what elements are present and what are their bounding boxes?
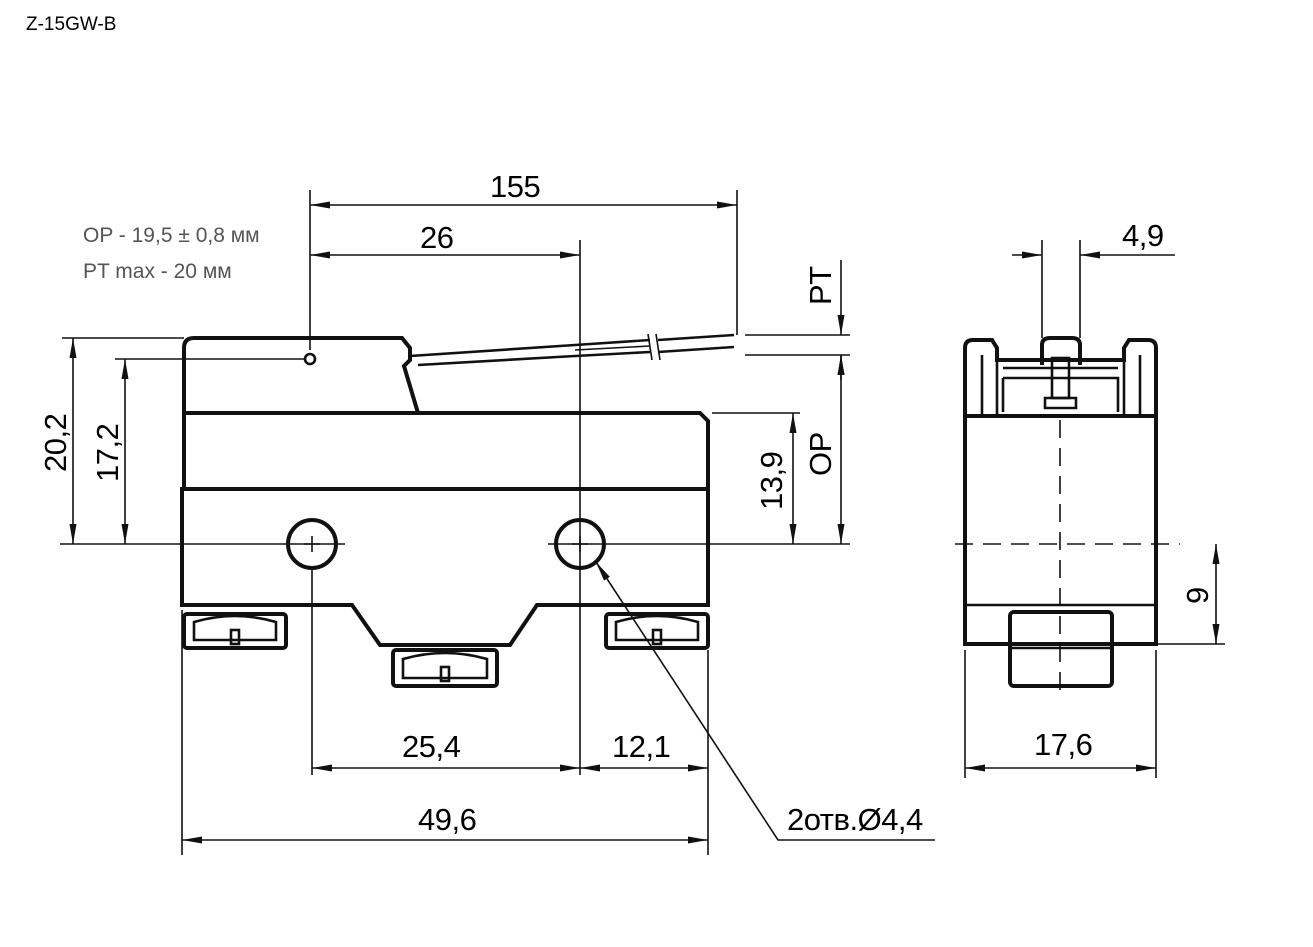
dim-height-body: 13,9 [754, 452, 789, 510]
op-note: OP - 19,5 ± 0,8 мм [83, 224, 260, 247]
lever-break [647, 333, 661, 361]
actuator-housing [182, 336, 420, 414]
dim-height-pin: 17,2 [90, 424, 125, 482]
front-dimensions [60, 190, 935, 855]
dim-holes: 2отв.Ø4,4 [787, 802, 923, 837]
lever-arm [409, 338, 651, 367]
dim-side-width: 17,6 [1034, 727, 1092, 762]
terminal-left [182, 612, 288, 650]
terminal-right [604, 612, 710, 650]
front-view [180, 333, 735, 688]
upper-body [182, 411, 710, 489]
dim-pin-offset: 26 [420, 220, 453, 255]
dim-pt: PT [803, 266, 838, 305]
dim-side-offset: 9 [1180, 587, 1215, 604]
dim-height-total: 20,2 [38, 414, 73, 472]
side-plunger [1040, 336, 1082, 365]
dim-hole-spacing: 25,4 [402, 729, 461, 764]
dim-lever-length: 155 [490, 169, 540, 204]
side-view [955, 336, 1180, 695]
pt-note: PT max - 20 мм [83, 260, 232, 283]
dim-plunger-width: 4,9 [1122, 218, 1164, 253]
terminal-center [391, 648, 499, 688]
lever-arm-end [657, 333, 735, 354]
model-title: Z-15GW-B [26, 14, 116, 35]
lever-inner-line [574, 345, 651, 351]
main-body [180, 487, 710, 647]
dim-hole-edge: 12,1 [612, 729, 670, 764]
dim-op: OP [803, 432, 838, 476]
dim-body-length: 49,6 [418, 802, 476, 837]
side-top-bracket [963, 338, 1158, 416]
side-dimensions [964, 240, 1225, 778]
lever-pin [303, 352, 317, 366]
